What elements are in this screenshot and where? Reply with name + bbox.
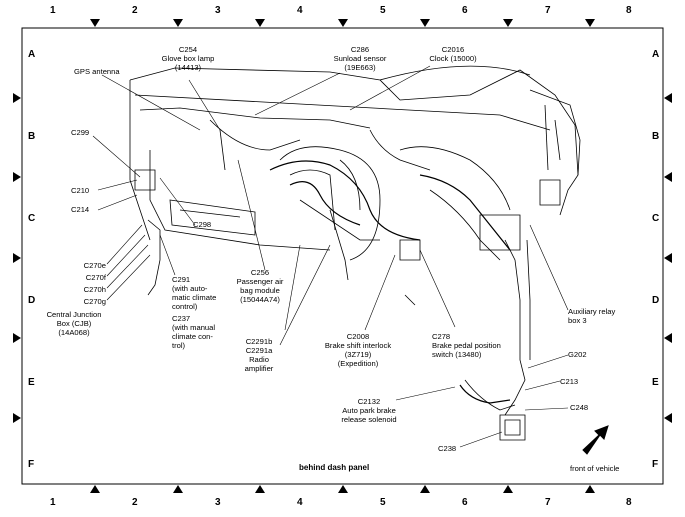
grid-row-right-D: D [652,295,660,306]
grid-row-left-E: E [28,377,35,388]
grid-row-left-F: F [28,459,35,470]
grid-row-right-A: A [652,49,660,60]
front-of-vehicle-label: front of vehicle [570,464,620,473]
grid-col-bottom-8: 8 [626,497,632,508]
grid-row-left-D: D [28,295,36,306]
label-c210: C210 [71,186,90,195]
grid-row-right-F: F [652,459,659,470]
grid-col-bottom-6: 6 [462,497,468,508]
grid-col-top-5: 5 [380,5,386,16]
grid-row-left-B: B [28,131,36,142]
dashboard-assembly [129,65,581,441]
grid-col-top-3: 3 [215,5,221,16]
grid-row-left-C: C [28,213,36,224]
border-markers [13,19,672,493]
grid-col-top-8: 8 [626,5,632,16]
grid-col-top-2: 2 [132,5,138,16]
grid-col-top-4: 4 [297,5,303,16]
label-gps-antenna: GPS antenna [74,67,120,76]
grid-col-bottom-7: 7 [545,497,551,508]
grid-col-bottom-2: 2 [132,497,138,508]
label-c213: C213 [560,377,579,386]
leader-lines [92,65,569,448]
label-c238: C238 [438,444,457,453]
label-g202: G202 [568,350,587,359]
grid-col-bottom-4: 4 [297,497,303,508]
grid-row-right-C: C [652,213,660,224]
grid-col-bottom-5: 5 [380,497,386,508]
front-arrow-icon [582,425,609,455]
grid-col-bottom-3: 3 [215,497,221,508]
grid-row-left-A: A [28,49,36,60]
diagram-caption: behind dash panel [299,463,370,472]
grid-col-top-6: 6 [462,5,468,16]
grid-col-top-7: 7 [545,5,551,16]
wiring-harness [269,160,511,404]
grid-row-right-B: B [652,131,660,142]
label-c298: C298 [193,220,212,229]
label-c299: C299 [71,128,90,137]
grid-col-top-1: 1 [50,5,56,16]
grid-row-right-E: E [652,377,659,388]
diagram-border [21,27,664,485]
label-c248: C248 [570,403,589,412]
grid-col-bottom-1: 1 [50,497,56,508]
label-c214: C214 [71,205,90,214]
